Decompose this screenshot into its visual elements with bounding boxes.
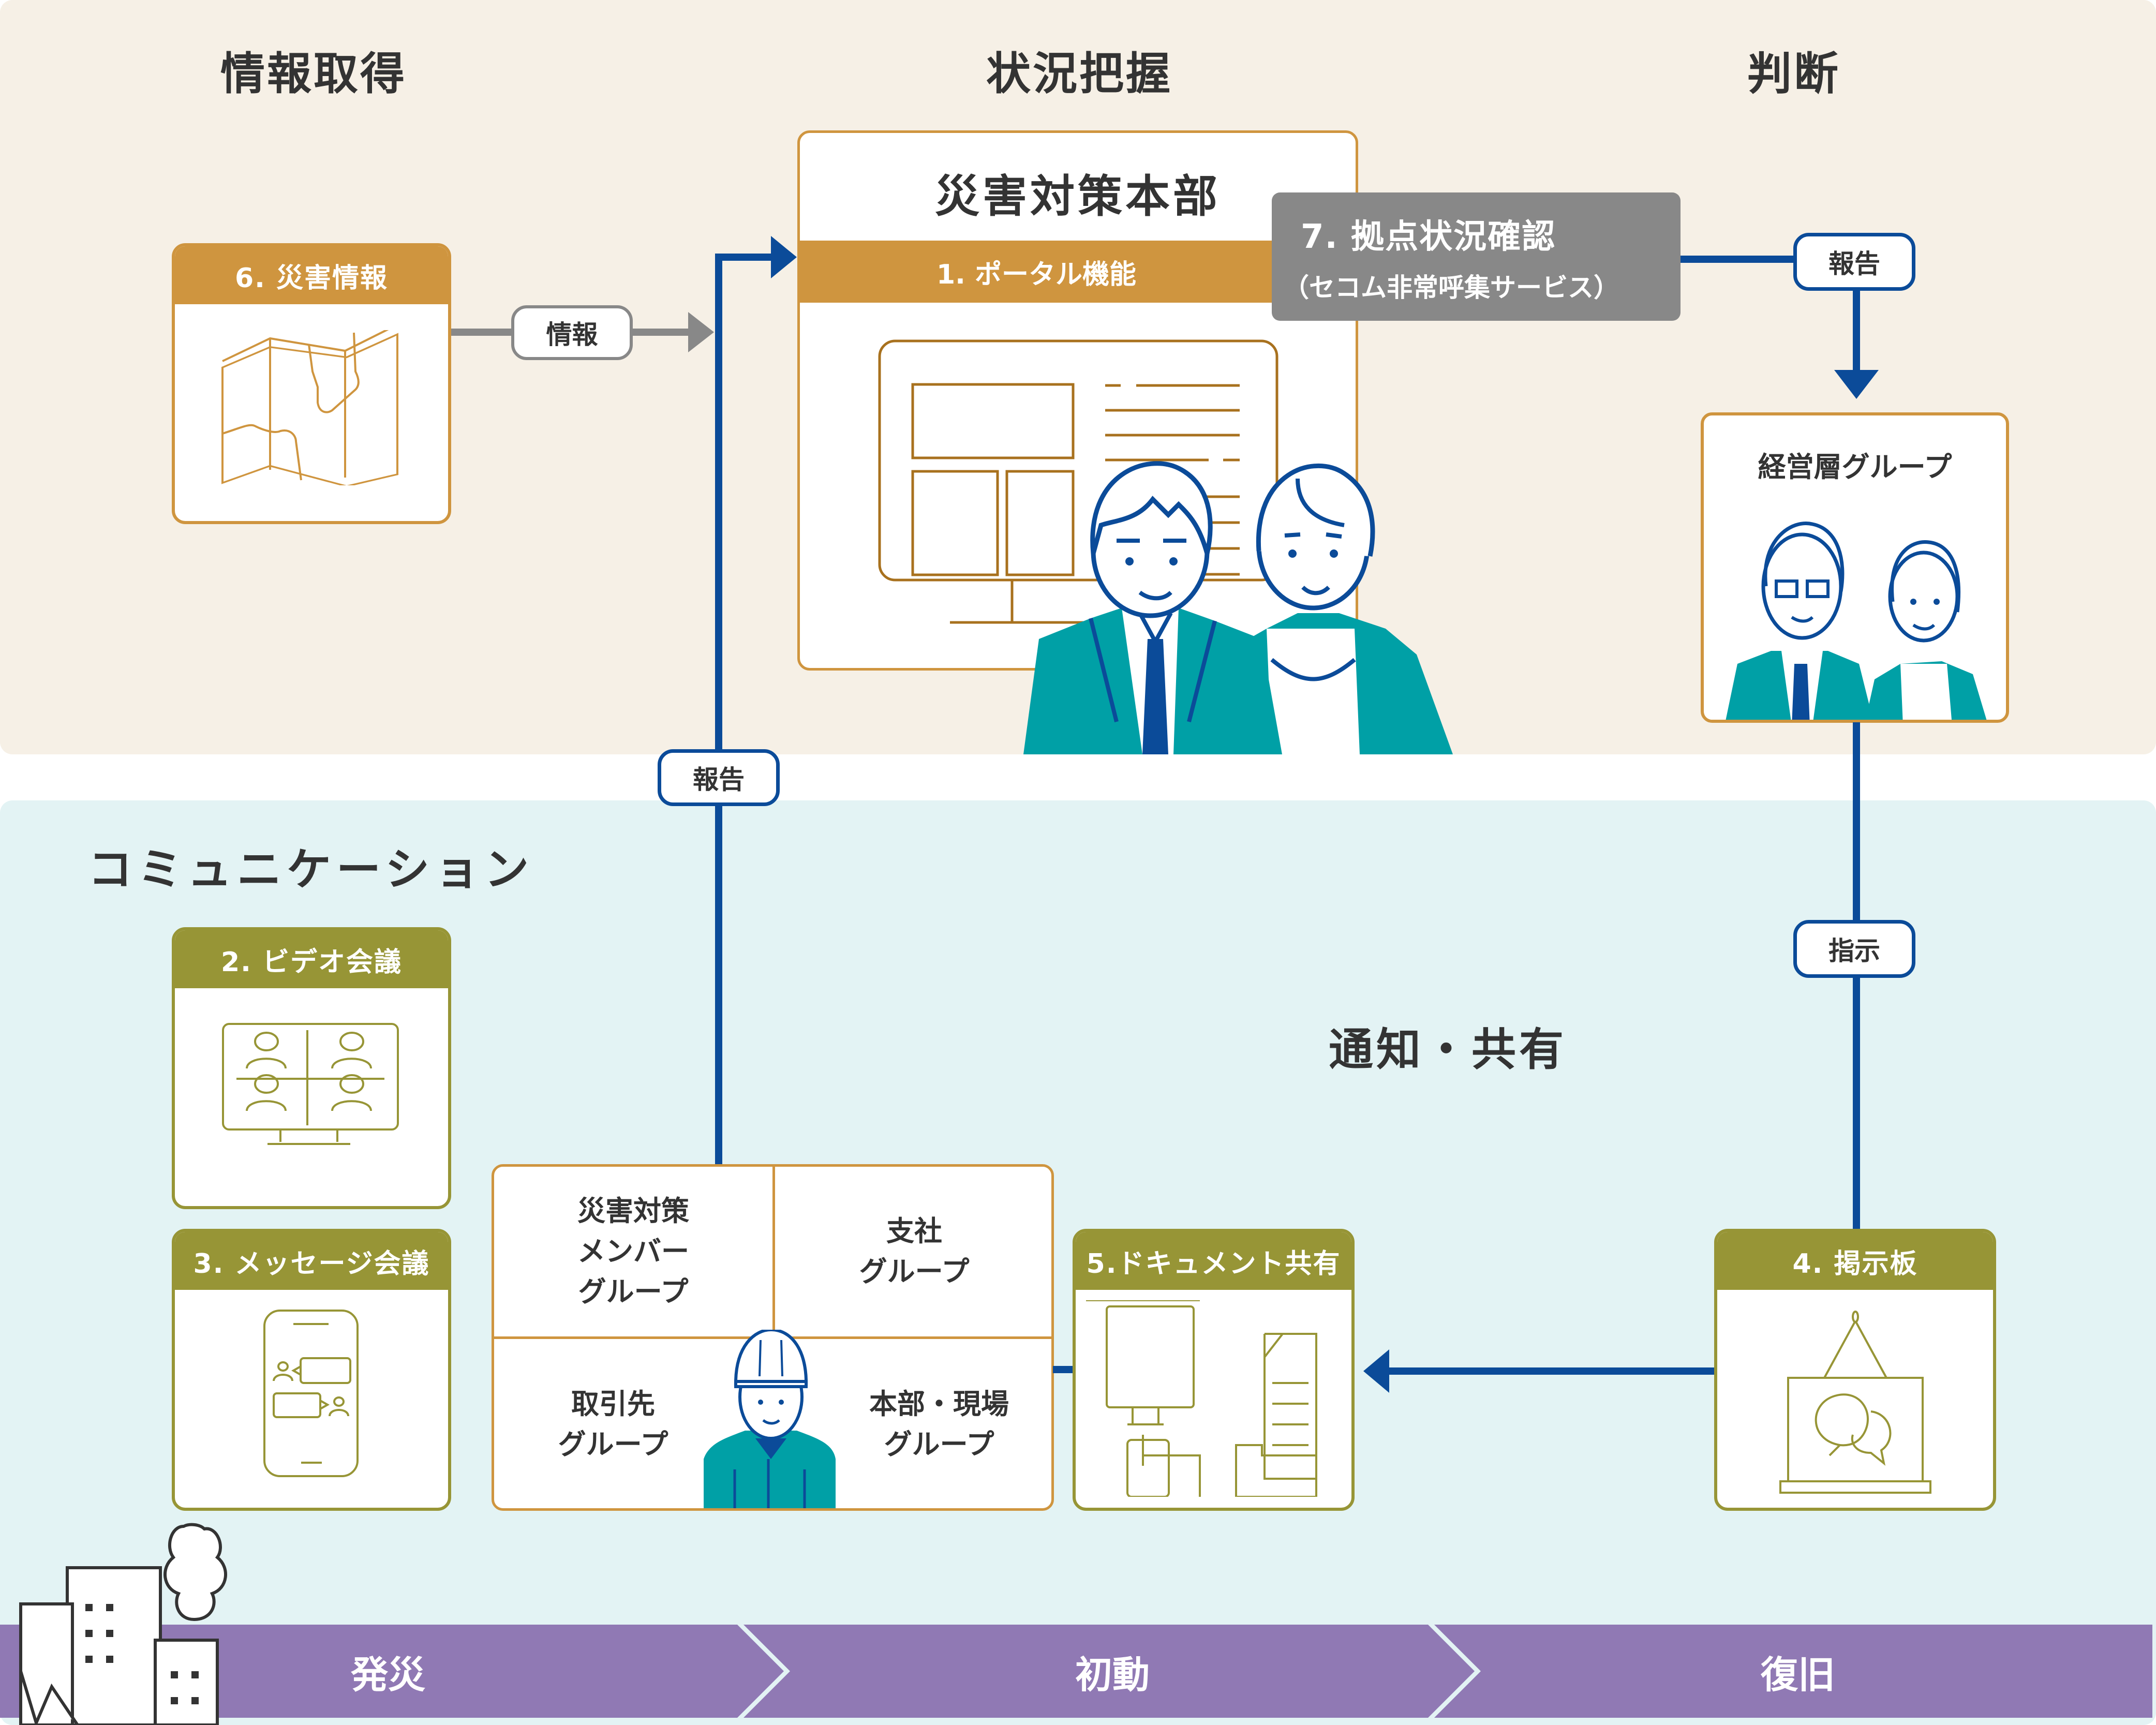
bulletin-board-card[interactable]: 4. 掲示板 [1714,1229,1996,1511]
instruction-flow-label: 指示 [1793,920,1915,978]
share-flow-line [1387,1367,1715,1375]
info-flow-label: 情報 [511,305,633,360]
communication-section-title: コミュニケーション [88,844,534,896]
hq-staff-illustration [1023,461,1453,754]
message-conference-card[interactable]: 3. メッセージ会議 [172,1229,451,1511]
executives-illustration [1726,522,1987,720]
disaster-info-header: 6. 災害情報 [175,246,448,304]
info-arrow-head-icon [688,312,714,352]
base-status-check-title: 7. 拠点状況確認 [1301,218,1556,256]
smartphone-chat-icon [263,1310,359,1477]
column-title-judgment: 判断 [1747,48,1840,100]
management-group-card[interactable]: 経営層グループ [1701,412,2009,723]
base-status-check-subtitle: （セコム非常呼集サービス） [1283,273,1619,303]
group-line: グループ [884,1428,994,1461]
report-flow-line [715,254,722,1177]
group-branch[interactable]: 支社 グループ [775,1167,1051,1336]
group-line: 本部・現場 [869,1387,1009,1420]
phase-segment-2 [744,1625,1475,1718]
grid-divider-vertical [772,1167,775,1337]
hanging-board-icon [1779,1311,1931,1494]
phase-recovery: 復旧 [1760,1653,1835,1697]
document-network-icon [1086,1300,1317,1497]
share-arrow-head-icon [1363,1349,1389,1393]
document-share-header: 5.ドキュメント共有 [1076,1232,1351,1290]
report-arrow-down-icon [1834,370,1879,399]
disaster-info-card[interactable]: 6. 災害情報 [172,243,451,524]
groups-doc-connector [1053,1366,1074,1373]
report-flow-line-top [715,254,777,261]
damaged-building-icon [19,1523,227,1725]
document-share-card[interactable]: 5.ドキュメント共有 [1073,1229,1355,1511]
group-disaster-members[interactable]: 災害対策 メンバー グループ [494,1167,772,1336]
video-conference-header: 2. ビデオ会議 [175,930,448,988]
group-line: グループ [578,1275,689,1308]
column-title-situation: 状況把握 [986,48,1172,100]
column-title-info: 情報取得 [220,48,407,100]
group-line: 災害対策 [577,1194,689,1227]
report-flow-label-top: 報告 [1793,233,1915,291]
phase-initial-response: 初動 [1075,1653,1150,1697]
group-line: グループ [558,1428,668,1461]
notify-share-section-title: 通知・共有 [1329,1024,1567,1076]
management-group-title: 経営層グループ [1758,451,1952,483]
group-line: 取引先 [571,1387,655,1420]
group-line: メンバー [577,1235,689,1268]
report-arrow-head-icon [771,236,797,278]
group-business-partners[interactable]: 取引先 グループ [494,1339,711,1508]
field-worker-illustration [704,1330,836,1508]
message-conference-header: 3. メッセージ会議 [175,1232,448,1290]
group-line: グループ [859,1255,970,1288]
hq-title: 災害対策本部 [935,171,1221,222]
report-flow-label-mid: 報告 [658,749,780,806]
video-conference-card[interactable]: 2. ビデオ会議 [172,927,451,1209]
map-icon [175,304,448,485]
group-line: 支社 [886,1214,942,1247]
video-grid-icon [222,1023,399,1145]
base-status-check-box[interactable]: 7. 拠点状況確認 （セコム非常呼集サービス） [1272,192,1681,321]
group-hq-field[interactable]: 本部・現場 グループ [830,1339,1048,1508]
groups-grid: 災害対策 メンバー グループ 支社 グループ 取引先 グループ 本部・現場 グル… [492,1164,1054,1511]
phase-segment-3 [1434,1625,2152,1718]
phase-disaster-occurrence: 発災 [350,1653,425,1697]
portal-header: 1. ポータル機能 [800,241,1356,303]
bulletin-board-header: 4. 掲示板 [1717,1232,1993,1290]
